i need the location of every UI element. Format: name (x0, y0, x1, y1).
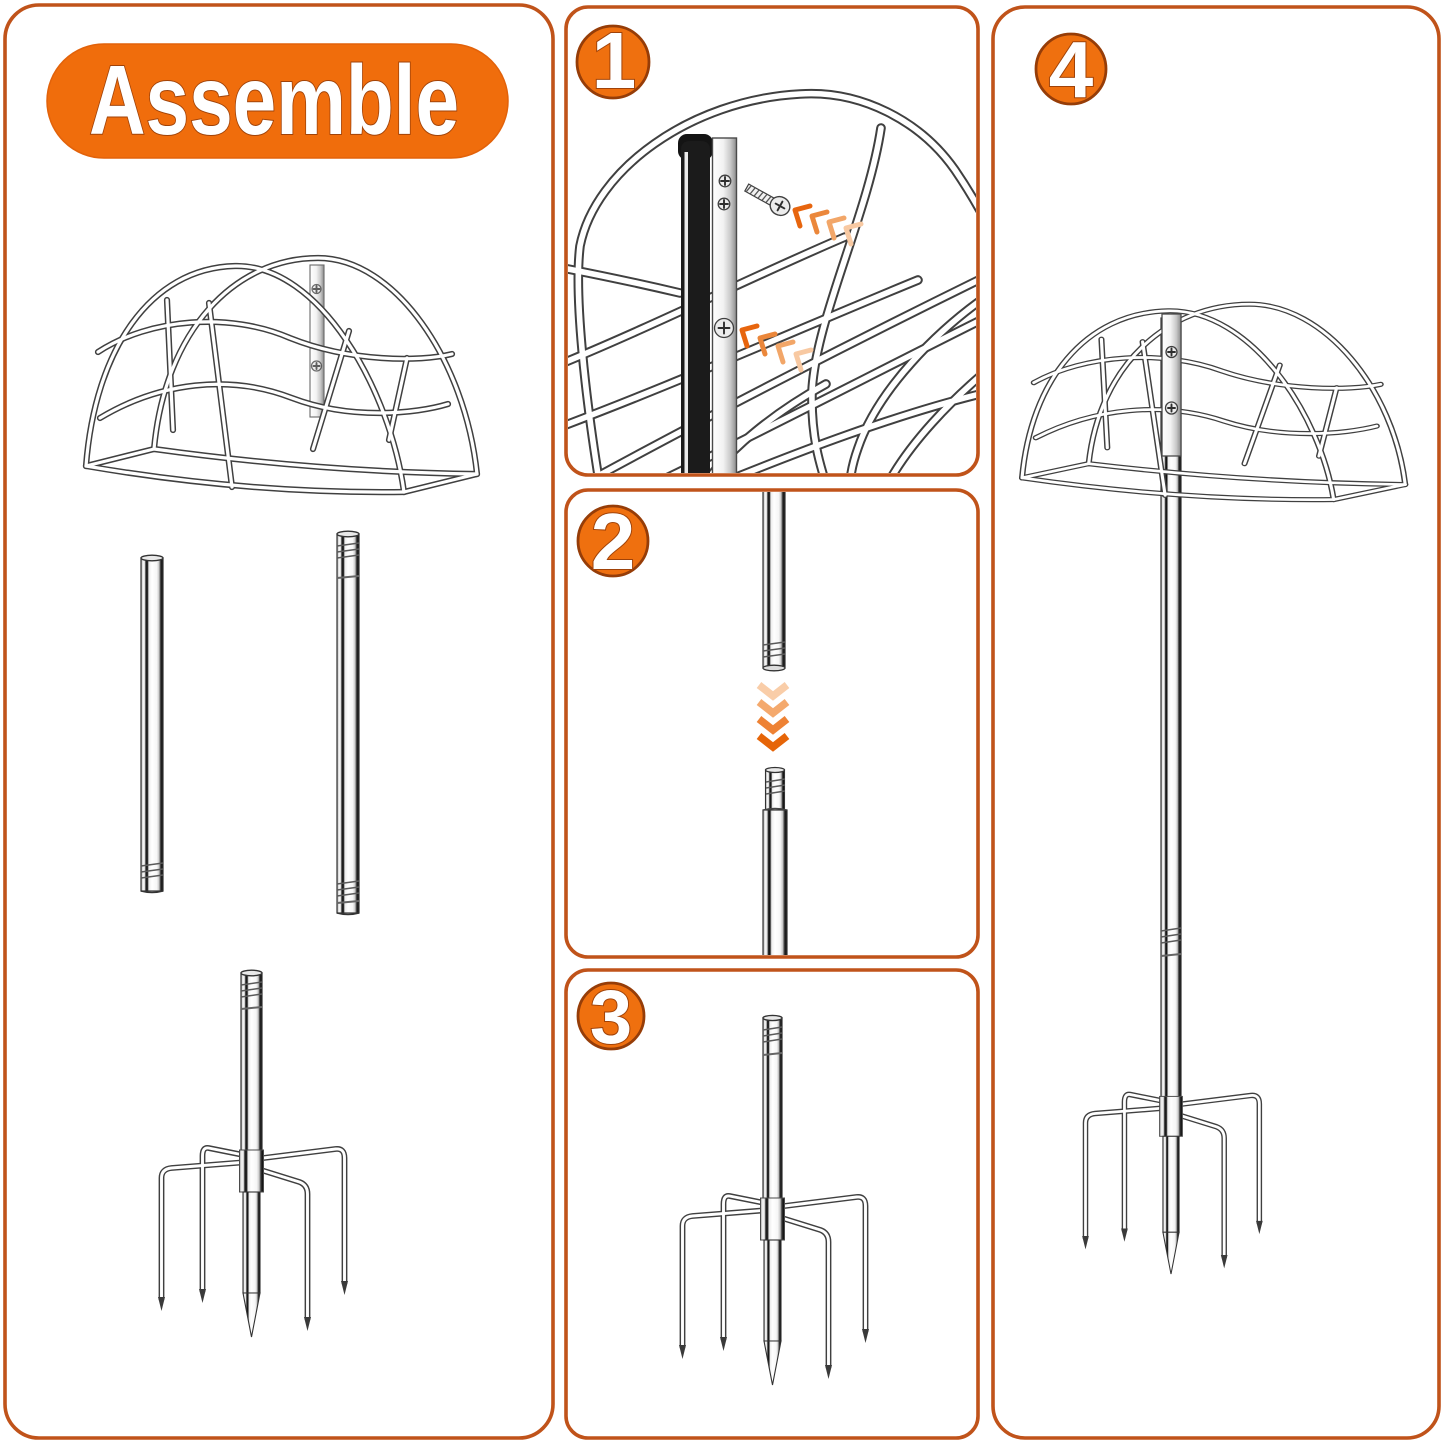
svg-text:4: 4 (1049, 25, 1094, 114)
svg-text:Assemble: Assemble (89, 45, 459, 155)
svg-text:2: 2 (591, 497, 636, 586)
svg-text:3: 3 (590, 975, 632, 1060)
svg-text:1: 1 (592, 16, 637, 105)
